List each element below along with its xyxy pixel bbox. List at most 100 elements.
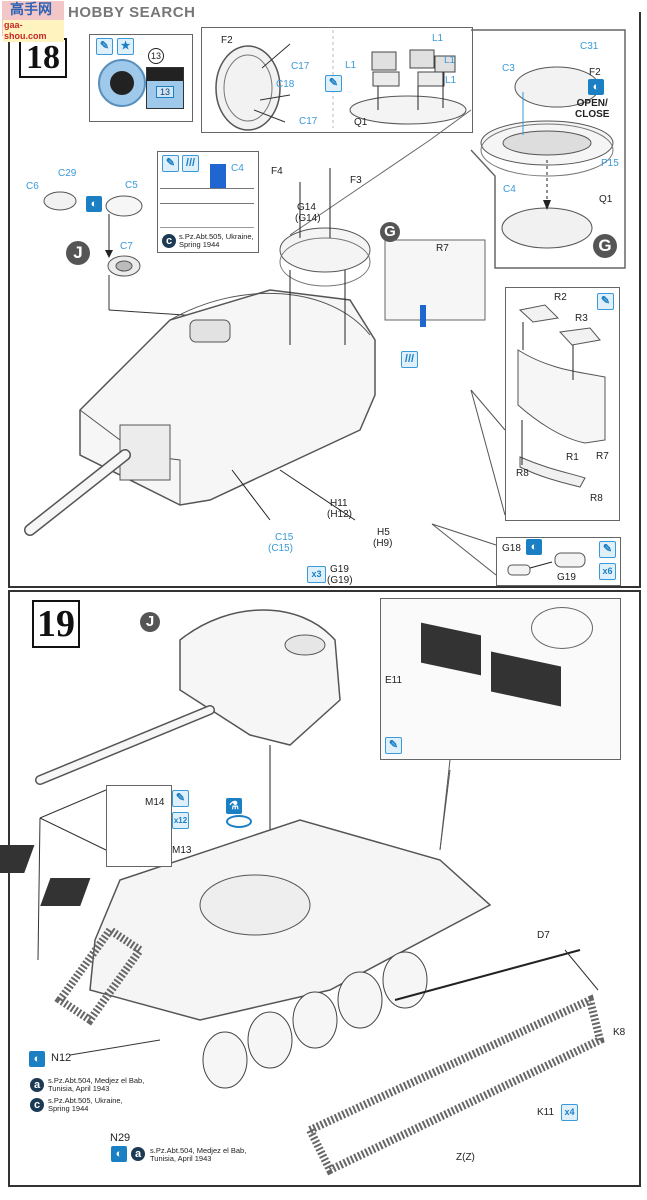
engine-deck-inset: ✎ bbox=[380, 598, 621, 760]
variant-a-badge: a bbox=[30, 1078, 44, 1092]
part-c6-label: C6 bbox=[26, 181, 39, 192]
step-18-number: 18 bbox=[19, 38, 67, 78]
part-g19-inset-label: G19 bbox=[557, 572, 576, 583]
hatch-c17a-label: C17 bbox=[291, 61, 310, 72]
part-c29-label: C29 bbox=[58, 168, 77, 179]
part-g19-label: G19 bbox=[330, 564, 349, 575]
part-c5-label: C5 bbox=[125, 180, 138, 191]
part-e11-label: E11 bbox=[385, 675, 403, 686]
cupola-c3-label: C3 bbox=[502, 63, 515, 74]
cupola-c31-label: C31 bbox=[580, 41, 599, 52]
part-r8b-label: R8 bbox=[590, 493, 603, 504]
hatch-c18-label: C18 bbox=[276, 79, 295, 90]
logo-text: 高手网 bbox=[10, 1, 52, 17]
logo-url: gaa-shou.com bbox=[3, 20, 64, 42]
variant-a-badge: a bbox=[131, 1147, 145, 1161]
part-k8-label: K8 bbox=[613, 1027, 626, 1038]
part-h9-label: (H9) bbox=[373, 538, 393, 549]
quantity-x12-badge: x12 bbox=[172, 812, 189, 829]
part-h5-label: H5 bbox=[377, 527, 390, 538]
subassembly-j-marker: J bbox=[66, 241, 90, 265]
paint-brush-icon: ✎ bbox=[599, 541, 616, 558]
part-r3-label: R3 bbox=[575, 313, 588, 324]
cupola-q1-label: Q1 bbox=[599, 194, 613, 205]
part-g14-label: G14 bbox=[297, 202, 316, 213]
part-f4-label: F4 bbox=[271, 166, 283, 177]
part-r7-bin-label: R7 bbox=[596, 451, 609, 462]
rotate-arrow-icon bbox=[226, 815, 252, 828]
part-r2-label: R2 bbox=[554, 292, 567, 303]
part-h11-label: H11 bbox=[330, 498, 348, 509]
open-close-label: OPEN/ CLOSE bbox=[575, 98, 610, 120]
hatch-f2-label: F2 bbox=[221, 35, 233, 46]
part-c15-alt-label: (C15) bbox=[268, 543, 294, 554]
quantity-x6-badge: x6 bbox=[599, 563, 616, 580]
subassembly-g-marker: G bbox=[593, 234, 617, 258]
vent-l1-c-label: L1 bbox=[445, 75, 457, 86]
n29-variant-note: s.Pz.Abt.504, Medjez el Bab, Tunisia, Ap… bbox=[150, 1146, 247, 1163]
decal-13-label: 13 bbox=[156, 86, 174, 98]
variant-c-badge: c bbox=[30, 1098, 44, 1112]
camouflage-icon: /// bbox=[401, 351, 418, 368]
cement-icon: ⚗ bbox=[226, 798, 242, 814]
part-d7-label: D7 bbox=[537, 930, 550, 941]
step-19-number: 19 bbox=[32, 600, 80, 648]
part-g18-label: G18 bbox=[502, 543, 521, 554]
part-zz-label: Z(Z) bbox=[456, 1152, 475, 1163]
vent-l1-d-label: L1 bbox=[444, 55, 456, 66]
periscope-part bbox=[98, 59, 146, 107]
watermark-logo: 高手网 gaa-shou.com bbox=[2, 1, 64, 42]
decal-13-swatch: 13 bbox=[146, 67, 184, 109]
paint-brush-icon: ✎ bbox=[325, 75, 342, 92]
open-close-icon: ◐ bbox=[111, 1146, 127, 1162]
c4-detail-inset: ✎ /// c s.Pz.Abt.505, Ukraine, Spring 19… bbox=[157, 151, 259, 253]
quantity-x4-badge: x4 bbox=[561, 1104, 578, 1121]
variant-c-badge: c bbox=[162, 234, 176, 248]
part-r1-label: R1 bbox=[566, 452, 579, 463]
paint-brush-icon: ✎ bbox=[172, 790, 189, 807]
paint-brush-icon: ✎ bbox=[96, 38, 113, 55]
part-m14-label: M14 bbox=[145, 797, 165, 808]
open-close-icon: ◐ bbox=[526, 539, 542, 555]
paint-inset: ✎ ★ 13 13 bbox=[89, 34, 193, 122]
part-m13-label: M13 bbox=[172, 845, 192, 856]
part-g19-alt-label: (G19) bbox=[327, 575, 353, 586]
cupola-c4-label: C4 bbox=[503, 184, 516, 195]
part-r7-label: R7 bbox=[436, 243, 449, 254]
part-r8a-label: R8 bbox=[516, 468, 529, 479]
paint-brush-icon: ✎ bbox=[162, 155, 179, 172]
cupola-p15-label: P15 bbox=[601, 158, 619, 169]
vent-q1-label: Q1 bbox=[354, 117, 368, 128]
part-h12-label: (H12) bbox=[327, 509, 353, 520]
part-k11-label: K11 bbox=[537, 1107, 555, 1118]
star-icon: ★ bbox=[117, 38, 134, 55]
open-close-icon: ◐ bbox=[86, 196, 102, 212]
subassembly-g-marker: G bbox=[380, 222, 400, 242]
variant-c-note: s.Pz.Abt.505, Ukraine, Spring 1944 bbox=[48, 1096, 123, 1113]
vent-l1-b-label: L1 bbox=[345, 60, 357, 71]
part-g14-alt-label: (G14) bbox=[295, 213, 321, 224]
part-f3-label: F3 bbox=[350, 175, 362, 186]
paint-brush-icon: ✎ bbox=[385, 737, 402, 754]
vent-l1-a-label: L1 bbox=[432, 33, 444, 44]
open-close-icon: ◐ bbox=[588, 79, 604, 95]
c4-part-blue bbox=[210, 164, 226, 188]
part-c7-label: C7 bbox=[120, 241, 133, 252]
c4-part-label: C4 bbox=[231, 163, 244, 174]
variant-c-note: s.Pz.Abt.505, Ukraine, Spring 1944 bbox=[179, 232, 254, 249]
watermark-site: HOBBY SEARCH bbox=[68, 4, 196, 21]
part-c15-label: C15 bbox=[275, 532, 294, 543]
part-n29-label: N29 bbox=[110, 1132, 131, 1144]
hatch-c17b-label: C17 bbox=[299, 116, 318, 127]
paint-brush-icon: ✎ bbox=[597, 293, 614, 310]
part-n12-label: N12 bbox=[51, 1052, 72, 1064]
variant-a-note: s.Pz.Abt.504, Medjez el Bab, Tunisia, Ap… bbox=[48, 1076, 145, 1093]
cupola-f2-label: F2 bbox=[589, 67, 601, 78]
camouflage-icon: /// bbox=[182, 155, 199, 172]
